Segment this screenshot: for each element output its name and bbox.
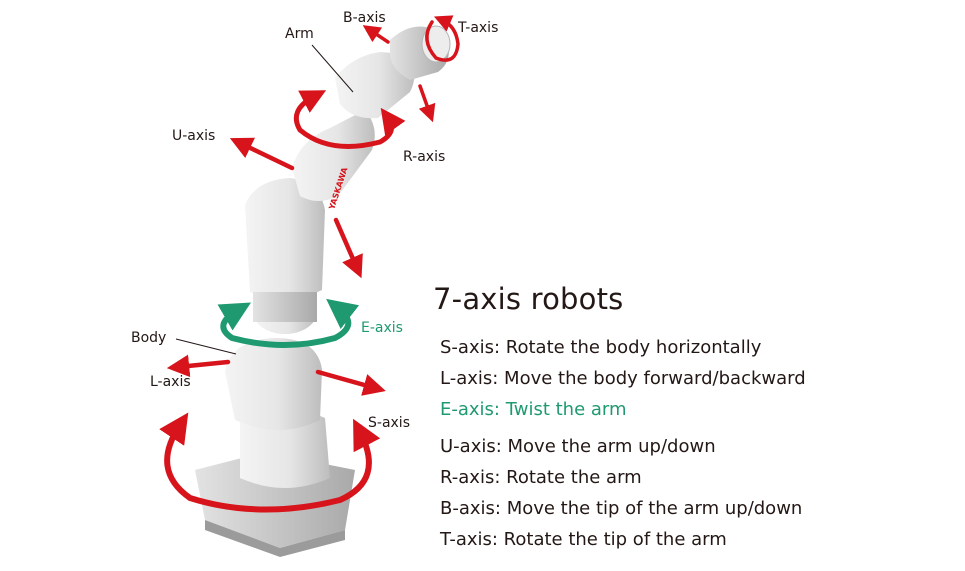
- callouts: B-axis T-axis Arm U-axis R-axis E-axis B…: [131, 10, 498, 431]
- arm-leader: [311, 44, 354, 93]
- label-s-axis: S-axis: [368, 415, 410, 431]
- label-e-axis: E-axis: [361, 320, 403, 336]
- b-axis-arrow-up: [362, 25, 390, 44]
- legend-item-r-axis: R-axis: Rotate the arm: [440, 467, 642, 488]
- label-arm: Arm: [285, 26, 314, 42]
- legend-item-s-axis: S-axis: Rotate the body horizontally: [440, 337, 762, 358]
- t-axis-arrow: [425, 15, 460, 62]
- legend-item-u-axis: U-axis: Move the arm up/down: [440, 436, 716, 457]
- axis-arrows: [159, 15, 460, 513]
- u-axis-arrow-up: [229, 137, 295, 171]
- label-t-axis: T-axis: [457, 20, 498, 36]
- axis-legend: 7-axis robots S-axis: Rotate the body ho…: [433, 282, 953, 555]
- r-axis-arrow: [293, 90, 406, 149]
- b-axis-arrow-down: [418, 84, 436, 123]
- robot-body: [225, 338, 322, 430]
- label-b-axis: B-axis: [343, 10, 386, 26]
- label-r-axis: R-axis: [403, 149, 445, 165]
- legend-title: 7-axis robots: [433, 282, 624, 316]
- s-axis-arrow: [159, 412, 381, 513]
- robot-lower-arm: [245, 178, 325, 299]
- legend-item-l-axis: L-axis: Move the body forward/backward: [440, 368, 806, 389]
- l-axis-arrow-back: [166, 354, 231, 378]
- legend-item-b-axis: B-axis: Move the tip of the arm up/down: [440, 498, 803, 519]
- label-u-axis: U-axis: [172, 128, 215, 144]
- robot-illustration: YASKAWA: [195, 25, 451, 557]
- e-axis-arrow: [217, 298, 360, 348]
- legend-item-t-axis: T-axis: Rotate the tip of the arm: [440, 529, 727, 550]
- label-l-axis: L-axis: [150, 374, 191, 390]
- leader-lines: [175, 44, 354, 355]
- legend-item-e-axis: E-axis: Twist the arm: [440, 399, 627, 420]
- robot-base-side: [205, 520, 345, 557]
- robot-e-joint-collar: [253, 292, 317, 322]
- label-body: Body: [131, 330, 166, 346]
- body-leader: [175, 338, 237, 355]
- u-axis-arrow-down: [333, 217, 363, 279]
- l-axis-arrow-forward: [315, 369, 386, 396]
